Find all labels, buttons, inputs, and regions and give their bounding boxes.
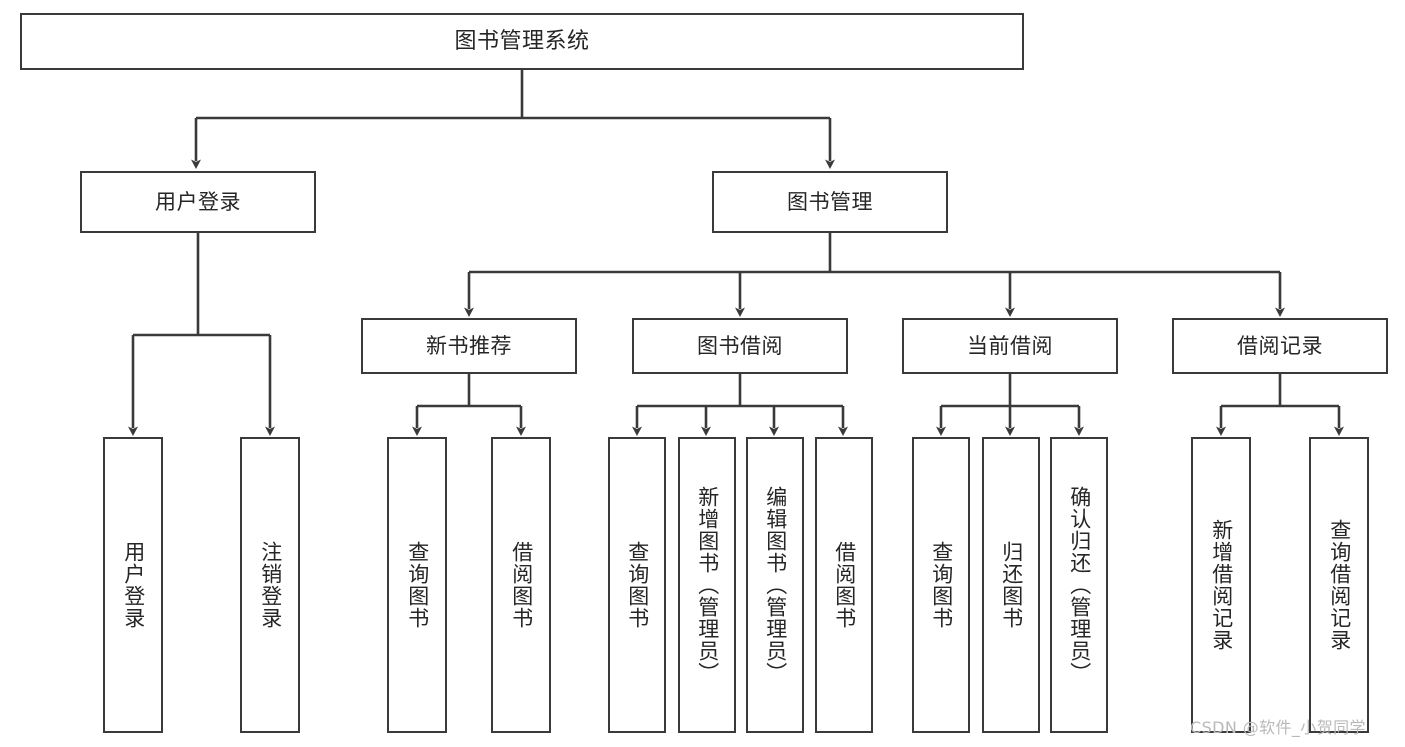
- node-label: 查询图书: [625, 541, 650, 629]
- leaf-borrow-book[interactable]: 借阅图书: [815, 437, 873, 733]
- node-label: 注销登录: [258, 541, 283, 629]
- node-book-management[interactable]: 图书管理: [712, 171, 948, 233]
- node-label: 图书借阅: [697, 333, 783, 358]
- leaf-add-book[interactable]: 新增图书（管理员）: [678, 437, 736, 733]
- node-label: 当前借阅: [967, 333, 1053, 358]
- node-label: 用户登录: [121, 541, 146, 629]
- node-label: 用户登录: [155, 189, 241, 214]
- node-current-borrow[interactable]: 当前借阅: [902, 318, 1118, 374]
- leaf-query-book-current[interactable]: 查询图书: [912, 437, 970, 733]
- node-label: 查询图书: [405, 541, 430, 629]
- leaf-query-book-recommend[interactable]: 查询图书: [387, 437, 447, 733]
- node-label: 查询借阅记录: [1327, 519, 1352, 651]
- node-book-borrow[interactable]: 图书借阅: [632, 318, 848, 374]
- leaf-query-book-borrow[interactable]: 查询图书: [608, 437, 666, 733]
- node-label: 图书管理: [787, 189, 873, 214]
- csdn-watermark: CSDN @软件_小贺同学: [1190, 718, 1366, 737]
- node-user-login[interactable]: 用户登录: [80, 171, 316, 233]
- leaf-logout[interactable]: 注销登录: [240, 437, 300, 733]
- leaf-query-borrow-record[interactable]: 查询借阅记录: [1309, 437, 1369, 733]
- node-new-book-recommend[interactable]: 新书推荐: [361, 318, 577, 374]
- node-label: 图书管理系统: [454, 28, 590, 54]
- leaf-confirm-return[interactable]: 确认归还（管理员）: [1050, 437, 1108, 733]
- node-label: 新增图书（管理员）: [695, 486, 720, 684]
- leaf-edit-book[interactable]: 编辑图书（管理员）: [746, 437, 804, 733]
- node-label: 借阅图书: [509, 541, 534, 629]
- node-label: 确认归还（管理员）: [1067, 486, 1092, 684]
- node-label: 新书推荐: [426, 333, 512, 358]
- leaf-borrow-book-recommend[interactable]: 借阅图书: [491, 437, 551, 733]
- leaf-user-login[interactable]: 用户登录: [103, 437, 163, 733]
- node-label: 借阅记录: [1237, 333, 1323, 358]
- leaf-return-book[interactable]: 归还图书: [982, 437, 1040, 733]
- node-borrow-record[interactable]: 借阅记录: [1172, 318, 1388, 374]
- node-label: 编辑图书（管理员）: [763, 486, 788, 684]
- node-label: 归还图书: [999, 541, 1024, 629]
- leaf-add-borrow-record[interactable]: 新增借阅记录: [1191, 437, 1251, 733]
- node-label: 借阅图书: [832, 541, 857, 629]
- node-root-system[interactable]: 图书管理系统: [20, 13, 1024, 70]
- node-label: 新增借阅记录: [1209, 519, 1234, 651]
- node-label: 查询图书: [929, 541, 954, 629]
